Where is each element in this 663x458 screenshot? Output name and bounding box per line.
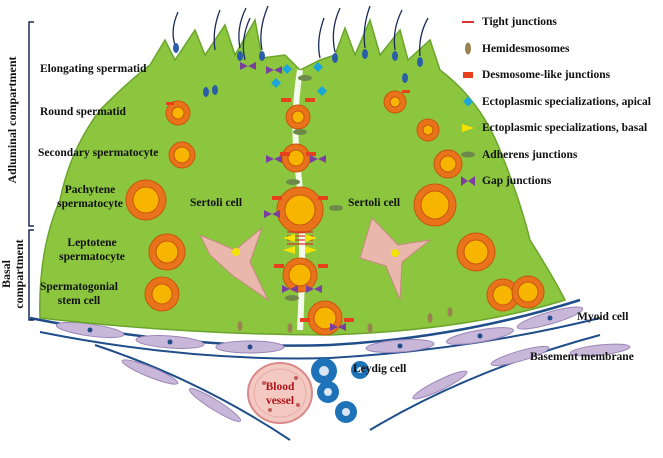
tight-junction-legend-label: Tight junctions: [482, 16, 557, 28]
label-leydig-cell: Leydig cell: [353, 363, 407, 375]
adherens-legend-icon: [461, 151, 475, 158]
desmosome-like-legend-label: Desmosome-like junctions: [482, 69, 611, 81]
ecto-apical-legend-label: Ectoplasmic specializations, apical: [482, 95, 651, 108]
ecto-apical-legend-icon: [463, 96, 473, 107]
label-basement-membrane: Basement membrane: [530, 351, 634, 363]
label-sertoli-cell-right: Sertoli cell: [348, 197, 401, 209]
hemidesmosome-legend-icon: [465, 42, 471, 55]
label-pachytene-line2: spermatocyte: [57, 198, 123, 210]
label-blood-line2: vessel: [265, 395, 295, 407]
label-round-spermatid: Round spermatid: [40, 106, 126, 118]
leydig-cells: [311, 358, 369, 423]
label-stem-line2: stem cell: [57, 295, 101, 307]
label-stem-line1: Spermatogonial: [40, 281, 118, 293]
label-blood-vessel: Blood vessel: [254, 380, 306, 408]
spermatid-heads: [173, 43, 423, 97]
label-myoid-cell: Myoid cell: [577, 311, 629, 323]
adherens-legend-label: Adherens junctions: [482, 148, 578, 161]
elongating-spermatids: [172, 5, 429, 61]
junction-markers: [166, 62, 453, 333]
label-basal-line2: compartment: [12, 239, 26, 309]
sertoli-nuclei: [198, 217, 432, 302]
label-blood-line1: Blood: [265, 381, 295, 393]
myoid-layer: [29, 298, 631, 441]
gap-legend-label: Gap junctions: [482, 175, 552, 187]
label-sertoli-cell-left: Sertoli cell: [190, 197, 243, 209]
hemidesmosome-legend-label: Hemidesmosomes: [482, 42, 570, 55]
germ-cells: [125, 90, 545, 336]
label-leptotene-spermatocyte: Leptotene spermatocyte: [52, 236, 132, 264]
label-pachytene-line1: Pachytene: [64, 184, 116, 196]
compartment-brackets: [28, 21, 34, 321]
label-spermatogonial-stem-cell: Spermatogonial stem cell: [32, 280, 126, 308]
label-elongating-spermatid: Elongating spermatid: [40, 63, 147, 75]
ecto-basal-legend-icon: [462, 124, 474, 132]
ecto-basal-legend-label: Ectoplasmic specializations, basal: [482, 122, 648, 134]
label-pachytene-spermatocyte: Pachytene spermatocyte: [48, 183, 132, 211]
blood-vessel: [247, 362, 313, 424]
label-leptotene-line1: Leptotene: [67, 237, 117, 249]
legend: [461, 21, 475, 186]
desmosome-like-legend-icon: [463, 72, 473, 78]
gap-legend-icon: [461, 176, 475, 186]
label-adluminal-compartment: Adluminal compartment: [5, 56, 19, 184]
label-leptotene-line2: spermatocyte: [59, 251, 125, 263]
label-secondary-spermatocyte: Secondary spermatocyte: [38, 147, 159, 159]
